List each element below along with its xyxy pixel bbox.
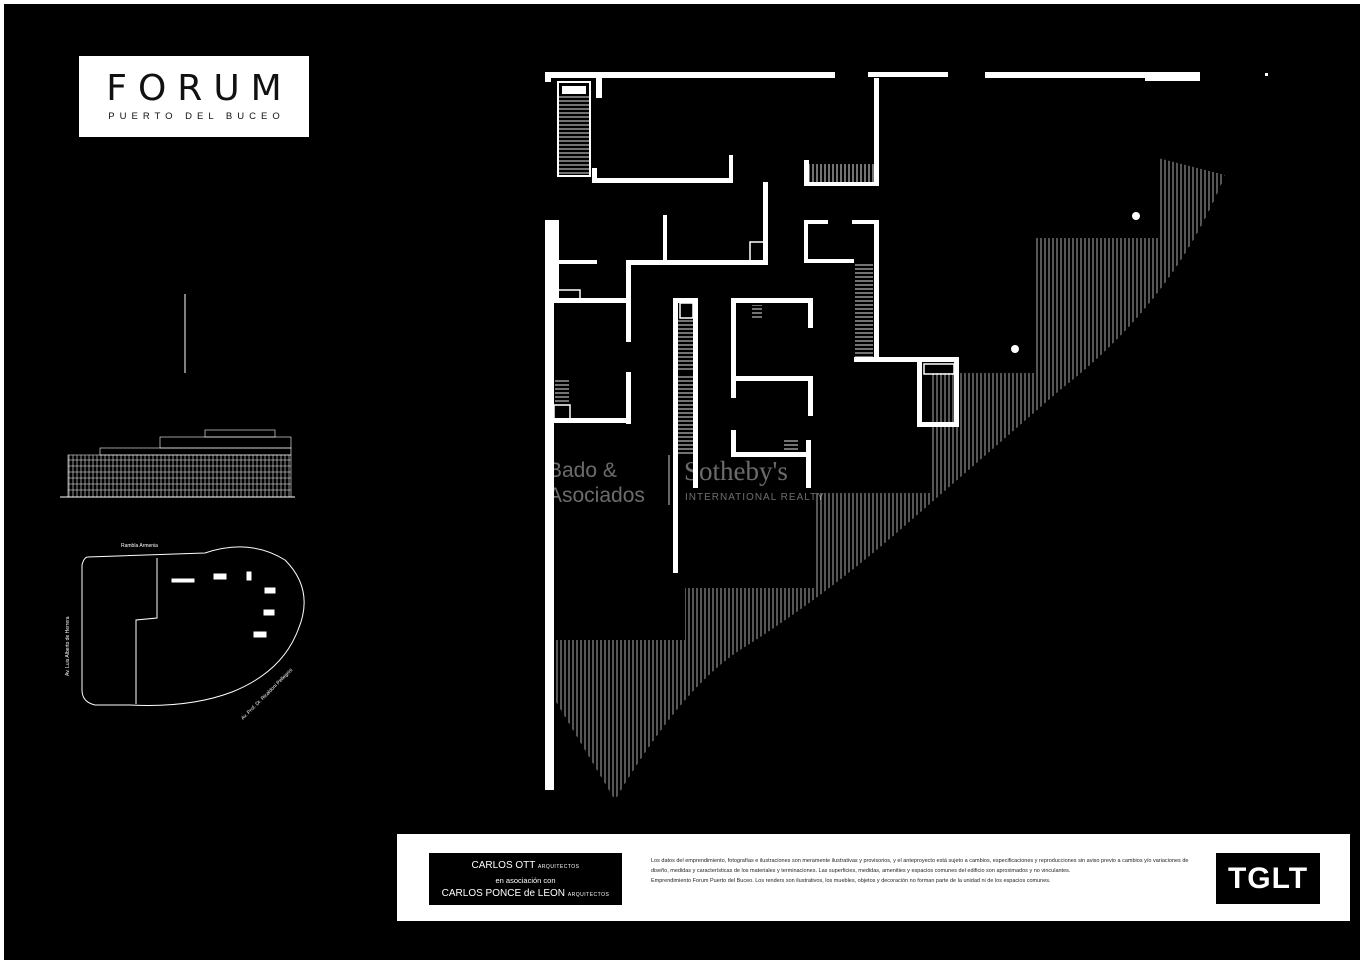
agency-watermark: Bado & Asociados [548, 458, 663, 508]
street-label-top: Rambla Armenia [121, 543, 158, 549]
sothebys-subtitle: INTERNATIONAL REALTY [685, 492, 825, 503]
agency-name-line2: Asociados [548, 484, 645, 507]
footer-panel: CARLOS OTT ARQUITECTOS en asociación con… [397, 834, 1350, 921]
disclaimer-paragraph-1: Los datos del emprendimiento, fotografía… [651, 858, 1189, 874]
logo-title: FORUM [106, 68, 293, 109]
architect-role: ARQUITECTOS [537, 864, 580, 870]
watermark-divider [668, 455, 670, 505]
staircases [555, 96, 874, 456]
architects-credit: CARLOS OTT ARQUITECTOS en asociación con… [429, 853, 622, 905]
tglt-logo: TGLT [1216, 853, 1320, 904]
partner-name: CARLOS PONCE de LEON [441, 888, 566, 899]
street-label-left: Av. Luis Alberto de Herrera [65, 616, 71, 676]
terrace-hatch-area [555, 158, 1225, 800]
building-elevation-thumbnail [60, 429, 295, 498]
forum-logo: FORUM PUERTO DEL BUCEO [79, 56, 309, 137]
disclaimer-paragraph-2: Emprendimiento Forum Puerto del Buceo. L… [651, 878, 1051, 884]
architect-name: CARLOS OTT [471, 860, 536, 871]
partner-role: ARQUITECTOS [567, 892, 610, 898]
floor-plan-walls [545, 72, 1268, 790]
agency-name-line1: Bado & [548, 459, 617, 482]
sothebys-watermark: Sotheby's [684, 456, 788, 486]
logo-subtitle: PUERTO DEL BUCEO [108, 111, 285, 122]
street-label-bottom: Av. Prof. Dr. Ricaldoni Pellegrini [240, 667, 294, 721]
association-text: en asociación con [495, 876, 556, 885]
legal-disclaimer: Los datos del emprendimiento, fotografía… [651, 856, 1196, 886]
site-map-thumbnail [81, 546, 305, 706]
